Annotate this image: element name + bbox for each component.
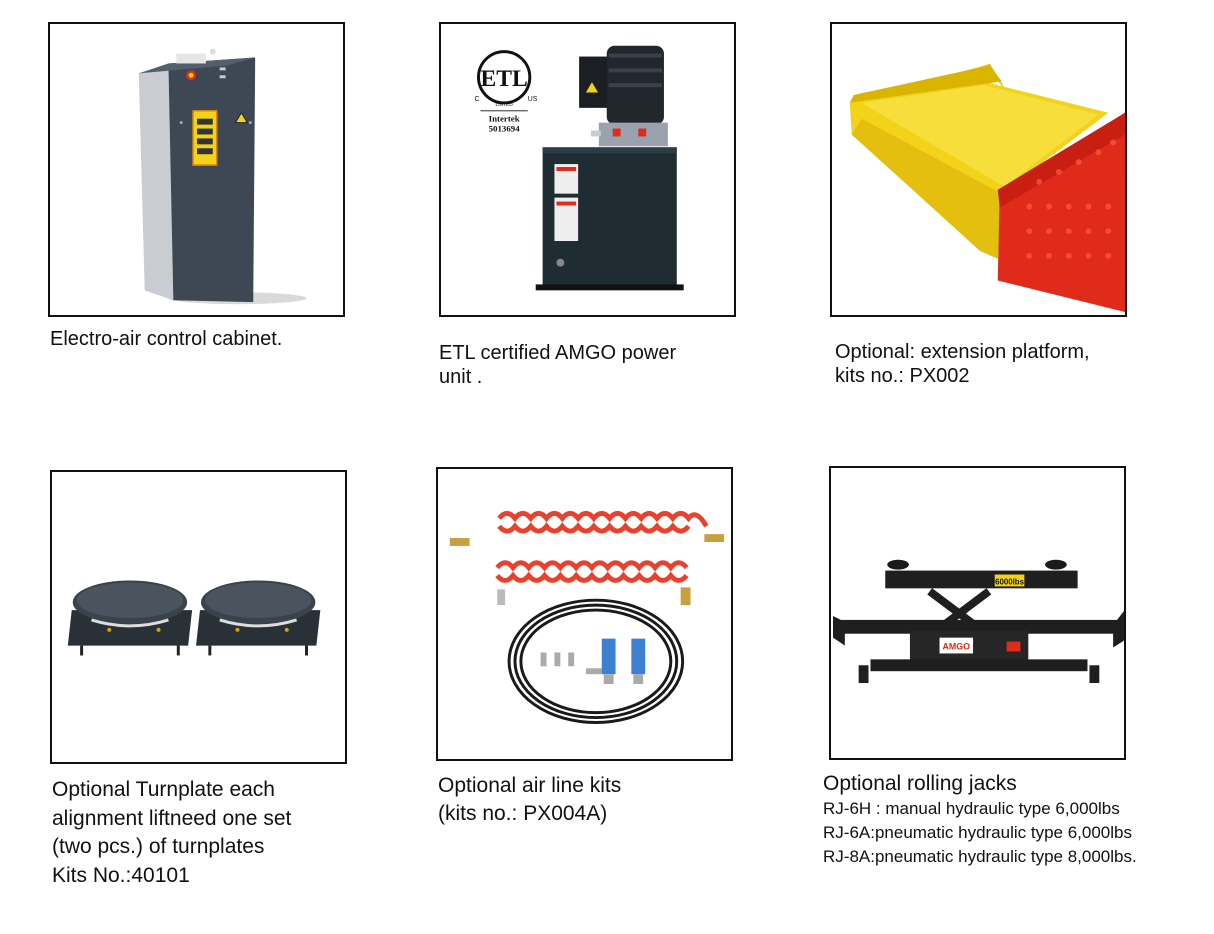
caption-line: unit .: [439, 366, 483, 388]
power-unit-illustration: ETL C US LISTED Intertek 5013694: [475, 45, 684, 291]
jack-brand-label: AMGO: [943, 641, 971, 651]
caption-line: Electro-air control cabinet.: [50, 328, 283, 350]
caption-line: (two pcs.) of turnplates: [52, 835, 265, 858]
rolling-jacks-illustration: 6000lbs AMGO: [832, 559, 1124, 684]
caption-control-cabinet: Electro-air control cabinet.: [50, 327, 282, 351]
product-image-control-cabinet: [48, 22, 345, 317]
extension-platform-illustration: [849, 63, 1125, 313]
caption-line: ETL certified AMGO power: [439, 342, 677, 364]
caption-power-unit: ETL certified AMGO power unit .: [439, 341, 676, 389]
caption-turnplates: Optional Turnplate each alignment liftne…: [52, 776, 291, 890]
caption-line: Kits No.:40101: [52, 863, 190, 887]
etl-c: C: [475, 96, 480, 103]
caption-line: RJ-6H : manual hydraulic type 6,000lbs: [823, 799, 1120, 818]
caption-title: Optional rolling jacks: [823, 772, 1017, 795]
etl-org: Intertek: [489, 114, 520, 124]
turnplates-illustration: [67, 580, 321, 656]
caption-line: RJ-6A:pneumatic hydraulic type 6,000lbs: [823, 823, 1132, 842]
air-line-kits-illustration: [449, 510, 725, 724]
etl-number: 5013694: [489, 124, 521, 134]
caption-rolling-jacks: Optional rolling jacks RJ-6H : manual hy…: [823, 771, 1137, 869]
caption-line: (kits no.: PX004A): [438, 802, 608, 825]
caption-line: Optional Turnplate each: [52, 778, 275, 801]
caption-air-line-kits: Optional air line kits (kits no.: PX004A…: [438, 772, 621, 828]
caption-line: kits no.: PX002: [835, 365, 970, 387]
control-cabinet-illustration: [138, 48, 307, 305]
product-image-turnplates: [50, 470, 347, 764]
caption-line: Optional: extension platform,: [835, 341, 1090, 363]
caption-line: Optional air line kits: [438, 774, 622, 797]
product-image-rolling-jacks: 6000lbs AMGO: [829, 466, 1126, 760]
caption-extension-platform: Optional: extension platform, kits no.: …: [835, 340, 1090, 388]
etl-mark: ETL: [480, 66, 527, 92]
product-image-extension-platform: [830, 22, 1127, 317]
caption-line: alignment liftneed one set: [52, 806, 292, 830]
caption-line: RJ-8A:pneumatic hydraulic type 8,000lbs.: [823, 847, 1137, 866]
jack-capacity-label: 6000lbs: [995, 577, 1025, 586]
product-image-air-line-kits: [436, 467, 733, 761]
etl-listed: LISTED: [496, 102, 514, 108]
etl-us: US: [528, 96, 538, 103]
product-image-power-unit: ETL C US LISTED Intertek 5013694: [439, 22, 736, 317]
etl-logo: ETL C US LISTED Intertek 5013694: [475, 50, 538, 134]
